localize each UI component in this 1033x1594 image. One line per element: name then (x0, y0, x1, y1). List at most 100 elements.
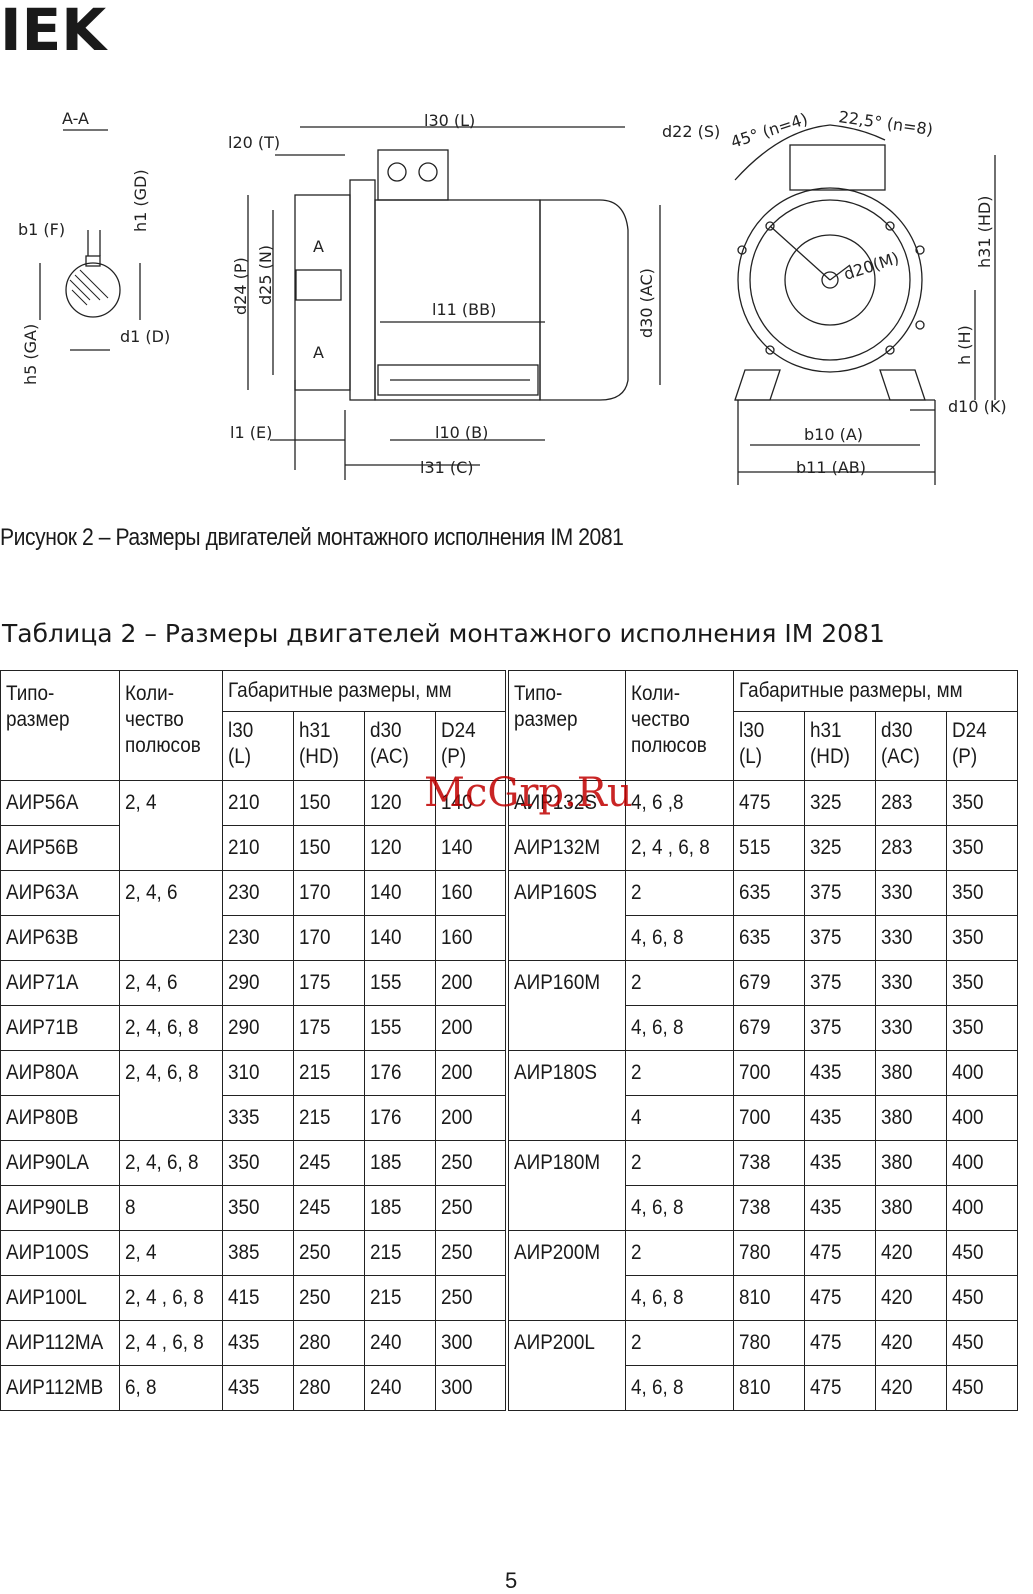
cell-d24-right: 350 (946, 870, 1019, 916)
cell-poles-right: 2 (625, 960, 735, 1006)
cell-l30: 335 (222, 1095, 295, 1141)
cell-h31: 170 (293, 870, 366, 916)
dim-label-h: h (H) (955, 325, 974, 365)
table-header-row-2: l30 (L) h31 (HD) d30 (AC) D24 (P) l30 (L… (1, 711, 1019, 781)
motor-dimension-drawing: A-A A A b1 (F) d1 (D) h1 (GD) h5 (GA) l2… (18, 107, 1007, 485)
header-type-right: Типо- размер (504, 670, 627, 781)
cell-d30-right: 380 (875, 1050, 948, 1096)
cell-d24: 140 (435, 780, 508, 826)
cell-h31-right: 435 (804, 1050, 877, 1096)
dim-label-l20: l20 (T) (228, 133, 280, 152)
cell-d30-right: 330 (875, 870, 948, 916)
cell-type-right: АИР180S (504, 1050, 627, 1096)
cell-l30-right: 700 (733, 1050, 806, 1096)
cell-l30-right: 679 (733, 1005, 806, 1051)
cell-poles-right: 2 (625, 1230, 735, 1276)
cell-h31: 170 (293, 915, 366, 961)
cell-d24: 200 (435, 1005, 508, 1051)
dim-label-angle22: 22,5° (n=8) (837, 107, 934, 139)
cell-d30-right: 283 (875, 780, 948, 826)
cell-d24: 140 (435, 825, 508, 871)
cell-l30-right: 515 (733, 825, 806, 871)
cell-type-right (504, 1365, 627, 1411)
cell-h31-right: 375 (804, 960, 877, 1006)
dim-label-h5: h5 (GA) (21, 324, 40, 385)
dim-label-l31: l31 (C) (420, 458, 474, 477)
cell-poles-right: 4, 6, 8 (625, 915, 735, 961)
cell-poles-right: 4, 6, 8 (625, 1275, 735, 1321)
cell-d30: 120 (364, 825, 437, 871)
cell-type: АИР100L (0, 1275, 121, 1321)
cell-d24: 200 (435, 960, 508, 1006)
cell-d30: 185 (364, 1185, 437, 1231)
dim-label-b1: b1 (F) (18, 220, 65, 239)
dim-label-b10: b10 (A) (804, 425, 863, 444)
cell-type-right: АИР160S (504, 870, 627, 916)
cell-poles (119, 915, 224, 961)
cell-d24-right: 450 (946, 1320, 1019, 1366)
cell-l30-right: 475 (733, 780, 806, 826)
cell-d24-right: 400 (946, 1140, 1019, 1186)
dim-label-l30: l30 (L) (424, 111, 475, 130)
header-dims-right: Габаритные размеры, мм (733, 670, 1019, 712)
cell-d24: 200 (435, 1050, 508, 1096)
cell-d30: 185 (364, 1140, 437, 1186)
cell-d24: 250 (435, 1140, 508, 1186)
cell-d30-right: 380 (875, 1095, 948, 1141)
cell-h31-right: 475 (804, 1320, 877, 1366)
cell-h31-right: 435 (804, 1095, 877, 1141)
dim-label-l11: l11 (BB) (432, 300, 496, 319)
cell-d24-right: 350 (946, 1005, 1019, 1051)
cell-l30: 290 (222, 960, 295, 1006)
cell-d24-right: 400 (946, 1185, 1019, 1231)
cell-h31-right: 375 (804, 1005, 877, 1051)
header-d24-right: D24 (P) (946, 711, 1019, 781)
cell-d24: 300 (435, 1320, 508, 1366)
dim-label-d22: d22 (S) (662, 122, 720, 141)
cell-poles-right: 4, 6, 8 (625, 1005, 735, 1051)
cell-d30: 240 (364, 1320, 437, 1366)
cell-d24: 160 (435, 915, 508, 961)
cell-type: АИР90LA (0, 1140, 121, 1186)
cell-type-right: АИР180М (504, 1140, 627, 1186)
cell-poles-right: 4, 6, 8 (625, 1365, 735, 1411)
cell-poles: 2, 4 , 6, 8 (119, 1320, 224, 1366)
cell-type: АИР71В (0, 1005, 121, 1051)
cell-type: АИР112МА (0, 1320, 121, 1366)
header-l30: l30 (L) (222, 711, 295, 781)
cell-d30: 140 (364, 915, 437, 961)
cell-d30-right: 380 (875, 1185, 948, 1231)
cell-l30-right: 738 (733, 1140, 806, 1186)
cell-h31: 150 (293, 825, 366, 871)
cell-l30: 385 (222, 1230, 295, 1276)
dim-label-h31: h31 (HD) (975, 196, 994, 268)
cell-d30-right: 380 (875, 1140, 948, 1186)
cell-l30-right: 700 (733, 1095, 806, 1141)
cell-poles (119, 1095, 224, 1141)
cell-h31-right: 475 (804, 1365, 877, 1411)
cell-poles: 2, 4, 6 (119, 870, 224, 916)
cell-l30-right: 780 (733, 1320, 806, 1366)
cell-type-right: АИР200М (504, 1230, 627, 1276)
cell-l30: 290 (222, 1005, 295, 1051)
header-type: Типо- размер (0, 670, 121, 781)
cell-h31: 245 (293, 1140, 366, 1186)
dim-label-h1: h1 (GD) (131, 169, 150, 232)
cell-d30: 155 (364, 960, 437, 1006)
cell-poles-right: 2 (625, 1140, 735, 1186)
header-dims: Габаритные размеры, мм (222, 670, 508, 712)
cell-type-right: АИР200L (504, 1320, 627, 1366)
cell-d24-right: 350 (946, 780, 1019, 826)
cell-poles: 6, 8 (119, 1365, 224, 1411)
